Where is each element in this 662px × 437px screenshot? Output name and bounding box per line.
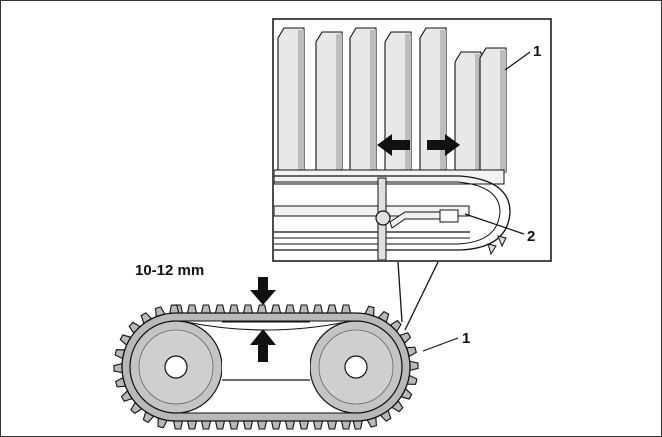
cooling-fin-shade xyxy=(370,30,376,172)
belt-tooth xyxy=(186,304,198,314)
belt-tooth xyxy=(242,304,254,314)
tensioner-bolt xyxy=(375,210,391,226)
cooling-fin-shade xyxy=(440,30,446,172)
cooling-fin-shade xyxy=(500,50,506,172)
belt-tooth xyxy=(172,420,184,430)
belt-tooth xyxy=(214,420,226,430)
up-arrow-icon xyxy=(250,329,276,362)
right-pulley-hub xyxy=(344,355,368,379)
belt-tooth xyxy=(270,420,282,430)
belt-tooth xyxy=(298,420,310,430)
belt-tooth xyxy=(340,304,352,314)
belt-tooth xyxy=(200,420,212,430)
detail-belt-loop xyxy=(274,175,511,251)
belt-tooth xyxy=(352,420,363,430)
belt-tooth xyxy=(228,304,240,314)
belt-tooth xyxy=(200,304,212,314)
belt-tooth xyxy=(270,304,282,314)
belt-tooth xyxy=(284,420,296,430)
belt-tooth xyxy=(298,304,310,314)
left-arrow-icon xyxy=(377,134,410,156)
cooling-fin-shade xyxy=(298,30,304,172)
belt-tooth xyxy=(284,304,296,314)
cooling-fin-shade xyxy=(336,34,342,172)
belt-tooth xyxy=(326,304,338,314)
belt-tooth xyxy=(186,420,198,430)
belt-tooth xyxy=(312,420,324,430)
right-arrow-icon xyxy=(427,134,460,156)
measurement-label: 10-12 mm xyxy=(135,262,204,279)
cooling-fin-shade xyxy=(475,54,481,172)
callout-belt: 1 xyxy=(462,330,470,347)
belt-tooth xyxy=(409,360,419,372)
belt-tooth xyxy=(169,304,180,314)
left-pulley-hub xyxy=(164,355,188,379)
belt-tooth xyxy=(214,304,226,314)
detail-belt-leader xyxy=(504,51,531,71)
down-arrow-icon xyxy=(250,277,276,305)
belt-tooth xyxy=(326,420,338,430)
belt-tooth xyxy=(228,420,240,430)
belt-tooth xyxy=(312,304,324,314)
zoom-connector xyxy=(397,261,439,331)
cooling-fins xyxy=(277,27,507,173)
callout-tensioner: 2 xyxy=(527,228,535,245)
belt-tooth xyxy=(113,362,123,374)
tensioner-leader xyxy=(464,213,525,235)
belt-tooth xyxy=(242,420,254,430)
toothed-belt xyxy=(113,304,419,430)
callout-detail-belt: 1 xyxy=(533,43,541,60)
belt-tooth xyxy=(256,420,268,430)
belt-tooth xyxy=(340,420,352,430)
belt-deflection-curve xyxy=(185,321,347,331)
cooling-fin-shade xyxy=(405,34,411,172)
belt-tooth xyxy=(256,304,268,314)
detail-inset: 1 2 xyxy=(272,18,552,262)
belt-leader-line xyxy=(422,337,459,352)
